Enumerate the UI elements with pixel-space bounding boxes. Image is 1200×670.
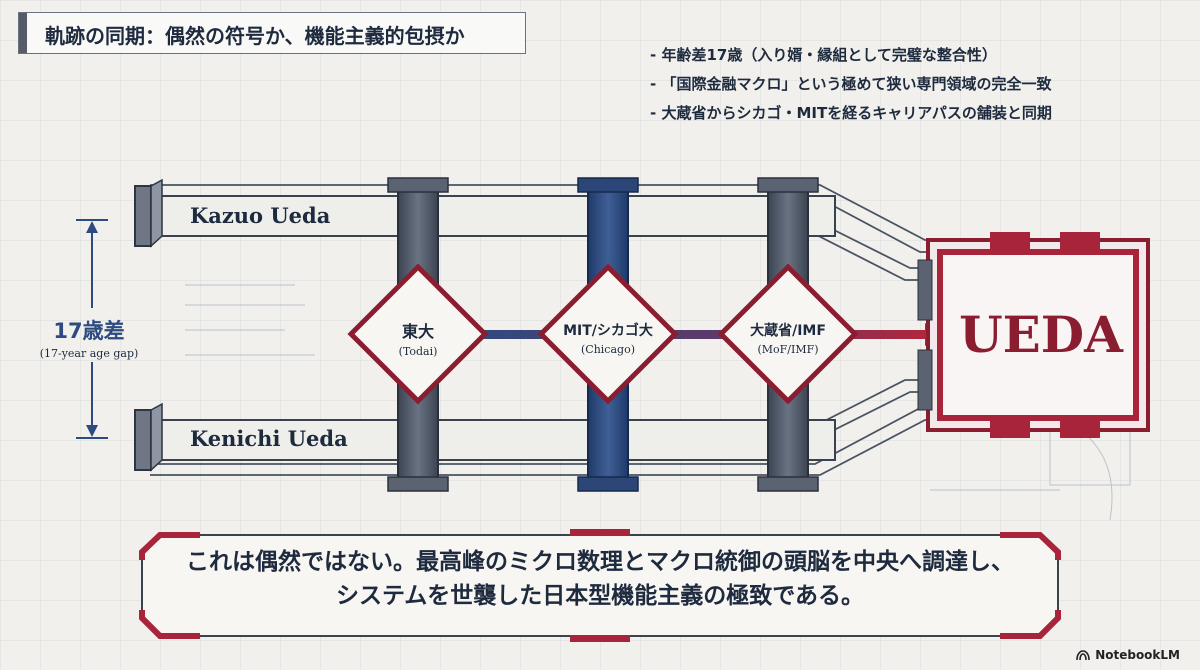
- node-diamond-chicago: [537, 263, 679, 405]
- destination-label: UEDA: [959, 305, 1123, 364]
- node-name: MIT/シカゴ大: [563, 323, 653, 339]
- kazuo-trajectory-pipe: [134, 178, 836, 248]
- bullet-item: - 大蔵省からシカゴ・MITを経るキャリアパスの舗装と同期: [650, 104, 1052, 122]
- conclusion-line-2: システムを世襲した日本型機能主義の極致である。: [335, 582, 865, 609]
- bullet-list: - 年齢差17歳（入り婿・縁組として完璧な整合性） - 「国際金融マクロ」という…: [650, 44, 1052, 131]
- node-sub: (Chicago): [581, 343, 635, 356]
- notebooklm-logo-icon: [1076, 649, 1090, 660]
- bullet-item: - 「国際金融マクロ」という極めて狭い専門領域の完全一致: [650, 75, 1052, 93]
- brand-watermark: NotebookLM: [1076, 648, 1180, 662]
- title-accent-bar: [19, 13, 27, 53]
- kenichi-trajectory-pipe: [134, 402, 836, 472]
- node-name: 東大: [401, 322, 434, 341]
- node-sub: (MoF/IMF): [757, 343, 819, 356]
- node-label-mof: 大蔵省/IMF (MoF/IMF): [723, 320, 853, 356]
- node-name: 大蔵省/IMF: [750, 323, 826, 339]
- title-box: 軌跡の同期：偶然の符号か、機能主義的包摂か: [18, 12, 526, 54]
- page-title: 軌跡の同期：偶然の符号か、機能主義的包摂か: [45, 24, 465, 48]
- age-gap-bracket: [76, 219, 108, 439]
- node-diamond-mof: [717, 263, 859, 405]
- node-sub: (Todai): [398, 345, 438, 358]
- age-gap-main: 17歳差: [53, 319, 125, 343]
- conclusion-text: これは偶然ではない。最高峰のミクロ数理とマクロ統御の頭脳を中央へ調達し、 システ…: [160, 545, 1040, 613]
- node-label-todai: 東大 (Todai): [353, 318, 483, 358]
- conclusion-line-1: これは偶然ではない。最高峰のミクロ数理とマクロ統御の頭脳を中央へ調達し、: [186, 548, 1014, 575]
- node-diamond-todai: [347, 263, 489, 405]
- conclusion-frame: [139, 529, 1061, 642]
- bullet-item: - 年齢差17歳（入り婿・縁組として完璧な整合性）: [650, 46, 997, 64]
- destination-block: [917, 232, 1150, 438]
- person-label-kenichi: Kenichi Ueda: [190, 426, 348, 451]
- age-gap-sub: (17-year age gap): [39, 347, 139, 360]
- age-gap-label: 17歳差 (17-year age gap): [22, 315, 156, 360]
- node-label-chicago: MIT/シカゴ大 (Chicago): [543, 320, 673, 356]
- career-flow-line: [460, 323, 945, 346]
- person-label-kazuo: Kazuo Ueda: [190, 203, 331, 228]
- brand-name: NotebookLM: [1095, 648, 1180, 662]
